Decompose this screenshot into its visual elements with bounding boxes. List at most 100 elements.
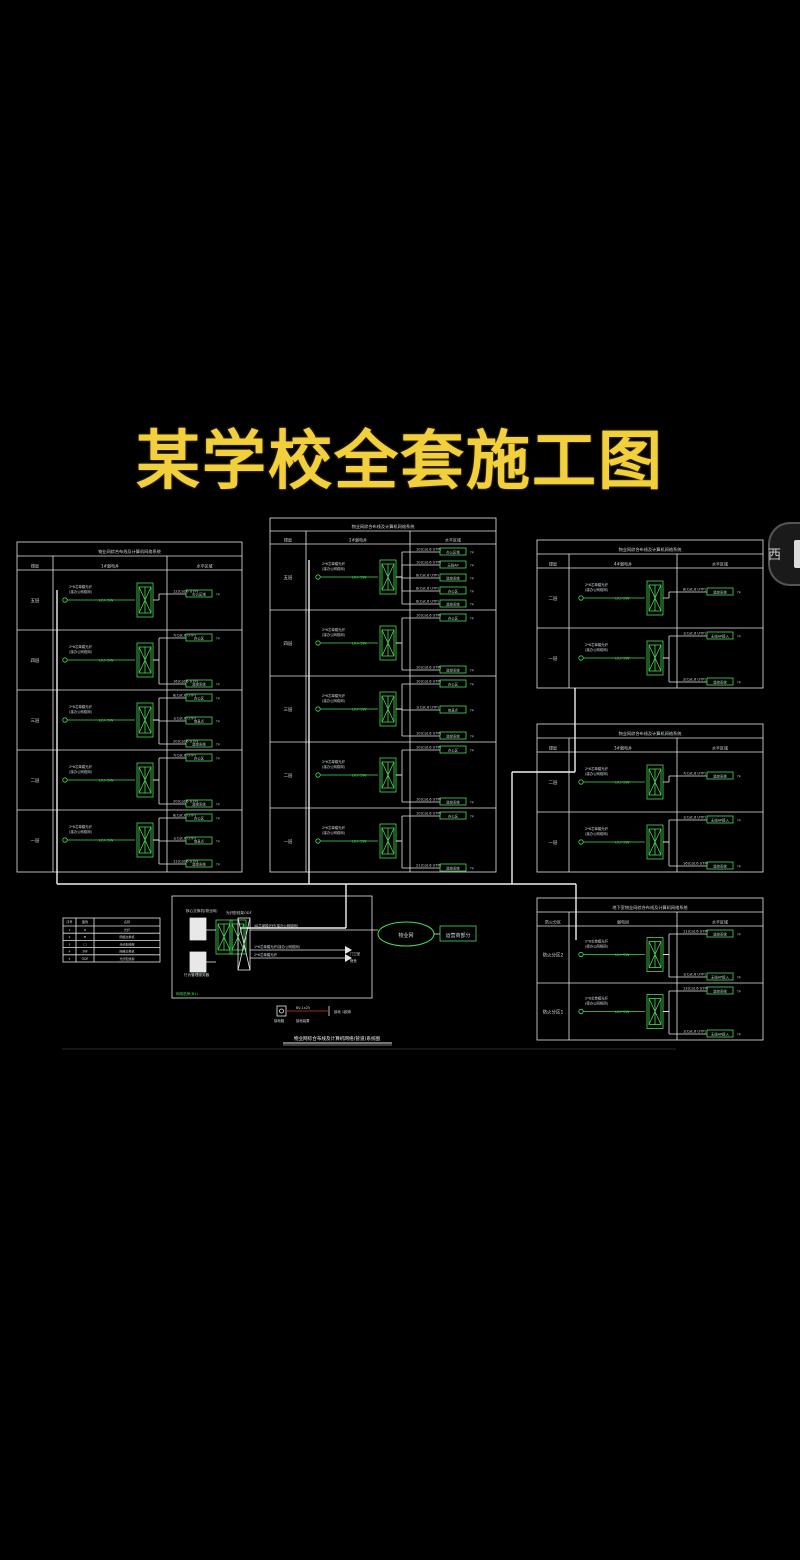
riser-label: (接办公网络网): [322, 830, 346, 835]
outlet-box: [439, 560, 467, 569]
cable-label: 1(Cat.6 UTP): [173, 837, 196, 841]
col-header: 2#弱电井: [349, 537, 367, 543]
outlet-dest: 办公区域: [446, 550, 460, 555]
outlet-tag: TP: [469, 577, 474, 581]
side-tab-label: 西: [768, 548, 782, 563]
cable-label: 10(Cat.6 UTP): [416, 548, 442, 552]
outlet-box: [706, 986, 734, 995]
cable-label: 1(Cat.6 UTP): [683, 632, 706, 636]
cable-label: 7(Cat.6 UTP): [173, 634, 196, 638]
riser-label: 2*6芯单模光纤: [69, 584, 93, 589]
outlet-dest: 无线AP: [447, 563, 458, 568]
fiber-node: [578, 655, 584, 661]
cable-label: 10(Cat.6 UTP): [416, 732, 442, 736]
cable-label: 7(Cat.6 UTP): [683, 772, 706, 776]
cable-label: 10(Cat.6 UTP): [416, 666, 442, 670]
outlet-box: [439, 731, 467, 740]
outlet-box: [185, 836, 213, 845]
col-header: 防火分区: [545, 919, 561, 925]
switch-rack: [136, 582, 154, 618]
fiber-line-label: 1*6芯单模光纤(接办公网络网): [254, 944, 301, 949]
cable-label: 10(Cat.6 UTP): [416, 812, 442, 816]
legend-symbol: □: [83, 942, 86, 946]
legend-index: 4: [69, 950, 71, 954]
ground-icon: [279, 1008, 284, 1014]
outlet-box: [185, 693, 213, 702]
legend-symbol: SW: [82, 950, 88, 954]
device-chain: LIU━SW: [99, 598, 114, 603]
outlet-box: [706, 771, 734, 780]
outlet-tag: TP: [469, 867, 474, 871]
fiber-node: [62, 717, 68, 723]
riser-label: 2*6芯单模光纤: [322, 561, 346, 566]
outlet-box: [706, 861, 734, 870]
legend-index: 1: [69, 928, 71, 932]
fiber-node: [578, 839, 584, 845]
cable-label: 11(Cat.6 UTP): [683, 930, 709, 934]
outlet-box: [439, 613, 467, 622]
col-header: 楼层: [284, 537, 292, 543]
riser-label: 2*6芯单模光纤: [585, 642, 609, 647]
outlet-tag: TP: [215, 683, 220, 687]
outlet-dest: 办公区: [194, 756, 205, 761]
floor-label: 五层: [284, 575, 293, 581]
outlet-box: [185, 679, 213, 688]
cable-label: 8(Cat.6 UTP): [173, 694, 196, 698]
outlet-dest: 监控系统: [713, 680, 727, 685]
riser-label: 2*6芯单模光纤: [322, 693, 346, 698]
col-header: 水平区域: [712, 561, 728, 567]
col-header: 1#弱电井: [101, 563, 119, 569]
outlet-box: [185, 799, 213, 808]
switch-rack: [646, 824, 664, 860]
legend-index: 2: [69, 935, 71, 939]
outlet-dest: 监控系统: [192, 682, 206, 687]
floor-label: 二层: [549, 596, 558, 602]
fiber-node: [315, 640, 321, 646]
riser-label: (接办公网络网): [69, 769, 93, 774]
legend-name: 光纤配线架: [119, 941, 134, 946]
backbone-fiber: [56, 560, 577, 940]
riser-label: 2*6芯单模光纤: [585, 996, 609, 1001]
switch-rack: [136, 642, 154, 678]
outlet-box: [439, 811, 467, 820]
device-chain: LIU━SW: [615, 596, 630, 601]
switch-rack: [379, 691, 397, 727]
legend-name: 光纤配线架: [119, 956, 134, 961]
legend-name: 网络交换机: [119, 934, 134, 939]
riser-label: (接办公网络网): [585, 831, 609, 836]
ground-label: 接地箱: [274, 1018, 285, 1023]
riser-label: (接办公网络网): [585, 771, 609, 776]
panel-frame: [16, 541, 243, 873]
outlet-dest: 无线AP接入: [711, 1032, 730, 1037]
outlet-tag: TP: [215, 840, 220, 844]
switch-rack: [646, 994, 664, 1029]
col-header: 弱电间: [617, 919, 629, 925]
riser-label: (接办公网络网): [322, 764, 346, 769]
legend-header: 序号: [66, 919, 72, 924]
floor-label: 一层: [549, 840, 558, 846]
outlet-dest: 监控系统: [192, 802, 206, 807]
cable-label: 13(Cat.6 UTP): [683, 987, 709, 991]
fiber-node: [62, 597, 68, 603]
outlet-dest: 监控系统: [713, 864, 727, 869]
core-room-label: 网络机房(B1): [176, 991, 199, 996]
outlet-tag: TP: [469, 590, 474, 594]
outlet-tag: TP: [736, 933, 741, 937]
outlet-tag: TP: [469, 801, 474, 805]
panel-frame: [536, 897, 764, 1041]
fiber-node: [62, 837, 68, 843]
cable-label: 10(Cat.6 UTP): [416, 561, 442, 565]
riser-label: (接办公网络网): [322, 632, 346, 637]
device-chain: LIU━SW: [99, 658, 114, 663]
outlet-tag: TP: [469, 709, 474, 713]
outlet-dest: 办公区: [194, 636, 205, 641]
side-tab[interactable]: 西: [768, 522, 800, 586]
cable-label: 10(Cat.6 UTP): [416, 614, 442, 618]
switch-rack: [136, 762, 154, 798]
outlet-dest: 监控系统: [192, 862, 206, 867]
floor-label: 三层: [31, 718, 40, 724]
riser-label: (接办公网络网): [585, 944, 609, 949]
outlet-tag: TP: [469, 683, 474, 687]
panel-frame: [269, 517, 497, 873]
